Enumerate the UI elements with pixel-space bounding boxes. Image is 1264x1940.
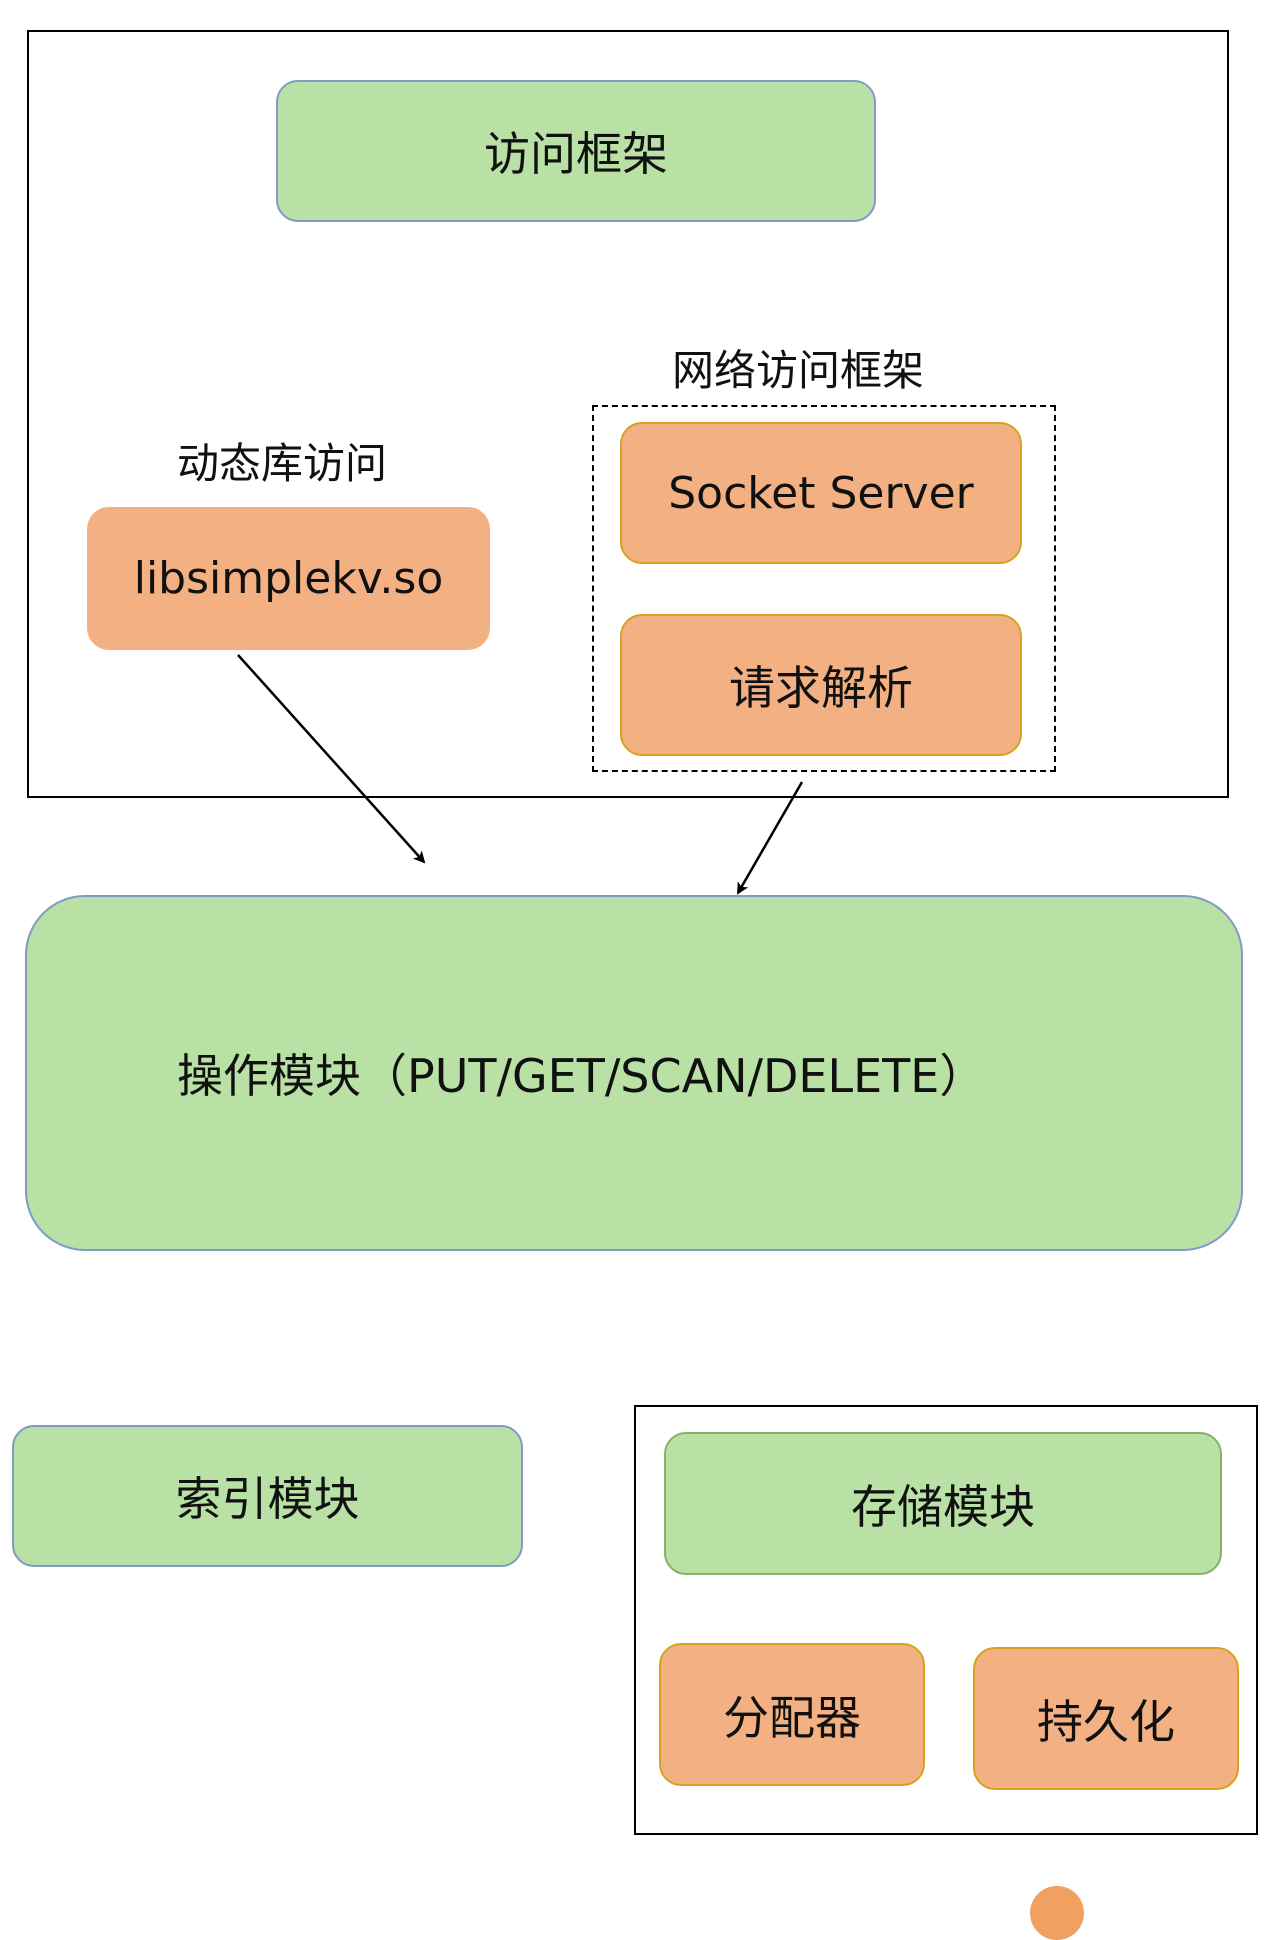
socket-server-label: Socket Server xyxy=(668,467,974,519)
request-parse-box: 请求解析 xyxy=(620,614,1022,756)
dynlib-access-label: 动态库访问 xyxy=(177,439,388,488)
socket-server-box: Socket Server xyxy=(620,422,1022,564)
persistence-label: 持久化 xyxy=(1037,1694,1175,1749)
decorative-dot xyxy=(1030,1886,1084,1940)
operation-module-label: 操作模块（PUT/GET/SCAN/DELETE） xyxy=(177,1049,986,1103)
allocator-label: 分配器 xyxy=(723,1690,861,1745)
storage-frame xyxy=(634,1405,1258,1835)
libsimplekv-label: libsimplekv.so xyxy=(133,553,444,604)
persistence-box: 持久化 xyxy=(973,1647,1239,1790)
arrow-network-to-operation xyxy=(736,781,804,895)
access-layer-frame xyxy=(27,30,1229,798)
network-framework-group xyxy=(592,405,1056,772)
arrow-lib-to-operation xyxy=(237,654,426,864)
storage-module-label: 存储模块 xyxy=(851,1479,1035,1534)
index-module-box: 索引模块 xyxy=(12,1425,523,1567)
allocator-box: 分配器 xyxy=(659,1643,925,1786)
libsimplekv-box: libsimplekv.so xyxy=(87,507,490,650)
access-framework-box: 访问框架 xyxy=(276,80,876,222)
index-module-label: 索引模块 xyxy=(175,1472,360,1526)
request-parse-label: 请求解析 xyxy=(729,661,913,715)
network-framework-label: 网络访问框架 xyxy=(672,346,925,395)
storage-module-box: 存储模块 xyxy=(664,1432,1222,1575)
operation-module-box: 操作模块（PUT/GET/SCAN/DELETE） xyxy=(25,895,1243,1251)
access-framework-label: 访问框架 xyxy=(484,127,668,181)
